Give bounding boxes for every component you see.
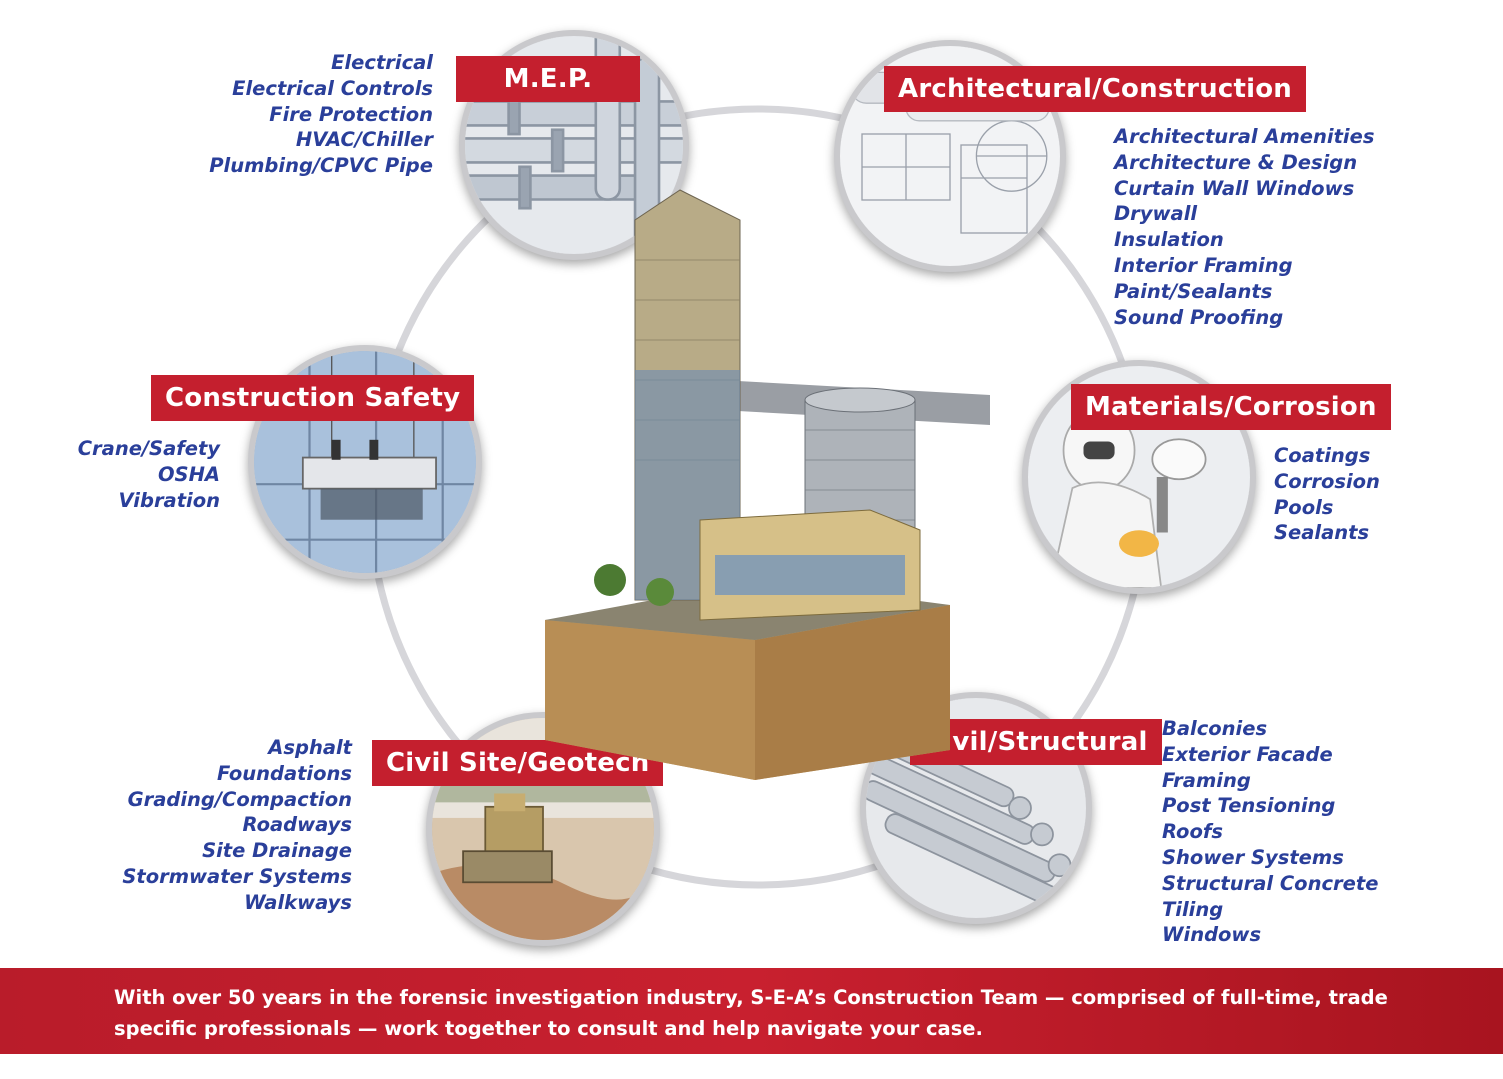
list-item: Stormwater Systems [122,864,352,888]
list-item: Drywall [1114,202,1198,226]
list-item: Site Drainage [202,839,352,863]
list-item: Foundations [217,761,352,785]
list-item: Plumbing/CPVC Pipe [209,154,433,178]
architectural-label: Architectural/Construction [884,66,1306,112]
list-item: Interior Framing [1114,253,1293,277]
list-item: HVAC/Chiller [295,128,433,152]
list-item: Architectural Amenities [1114,125,1375,148]
list-item: Fire Protection [269,102,433,126]
list-item: Roofs [1162,820,1223,844]
list-item: Sound Proofing [1114,305,1284,329]
list-item: Insulation [1114,228,1224,252]
list-item: Electrical Controls [232,76,433,100]
civil-structural-label: Civil/Structural [910,719,1162,765]
construction-site-illustration [545,189,990,780]
materials-label: Materials/Corrosion [1071,384,1391,430]
civil-site-label: Civil Site/Geotech [372,740,664,786]
list-item: Vibration [118,488,220,512]
architectural-list: Architectural Amenities Architecture & D… [1114,124,1374,330]
list-item: Roadways [242,813,352,837]
list-item: Balconies [1162,717,1268,740]
list-item: Exterior Facade [1162,742,1333,766]
list-item: OSHA [157,462,220,486]
list-item: Coatings [1274,444,1371,467]
list-item: Walkways [244,890,352,914]
materials-list: Coatings Corrosion Pools Sealants [1274,443,1380,546]
list-item: Corrosion [1274,469,1380,493]
list-item: Structural Concrete [1162,871,1379,895]
list-item: Architecture & Design [1114,150,1358,174]
list-item: Grading/Compaction [127,787,352,811]
list-item: Asphalt [268,736,352,759]
list-item: Pools [1274,495,1334,519]
list-item: Post Tensioning [1162,794,1336,818]
list-item: Shower Systems [1162,845,1344,869]
list-item: Framing [1162,768,1251,792]
civil-site-list: Asphalt Foundations Grading/Compaction R… [110,735,352,916]
list-item: Sealants [1274,521,1370,545]
safety-list: Crane/Safety OSHA Vibration [60,436,220,513]
list-item: Crane/Safety [77,437,220,460]
civil-structural-list: Balconies Exterior Facade Framing Post T… [1162,716,1378,948]
list-item: Windows [1162,923,1262,947]
mep-label: M.E.P. [456,56,640,102]
footer-text: With over 50 years in the forensic inves… [114,986,1388,1040]
safety-label: Construction Safety [151,375,475,421]
footer-banner: With over 50 years in the forensic inves… [0,968,1503,1054]
mep-list: Electrical Electrical Controls Fire Prot… [200,50,433,179]
list-item: Electrical [331,51,433,74]
list-item: Tiling [1162,897,1224,921]
list-item: Paint/Sealants [1114,279,1273,303]
list-item: Curtain Wall Windows [1114,176,1355,200]
